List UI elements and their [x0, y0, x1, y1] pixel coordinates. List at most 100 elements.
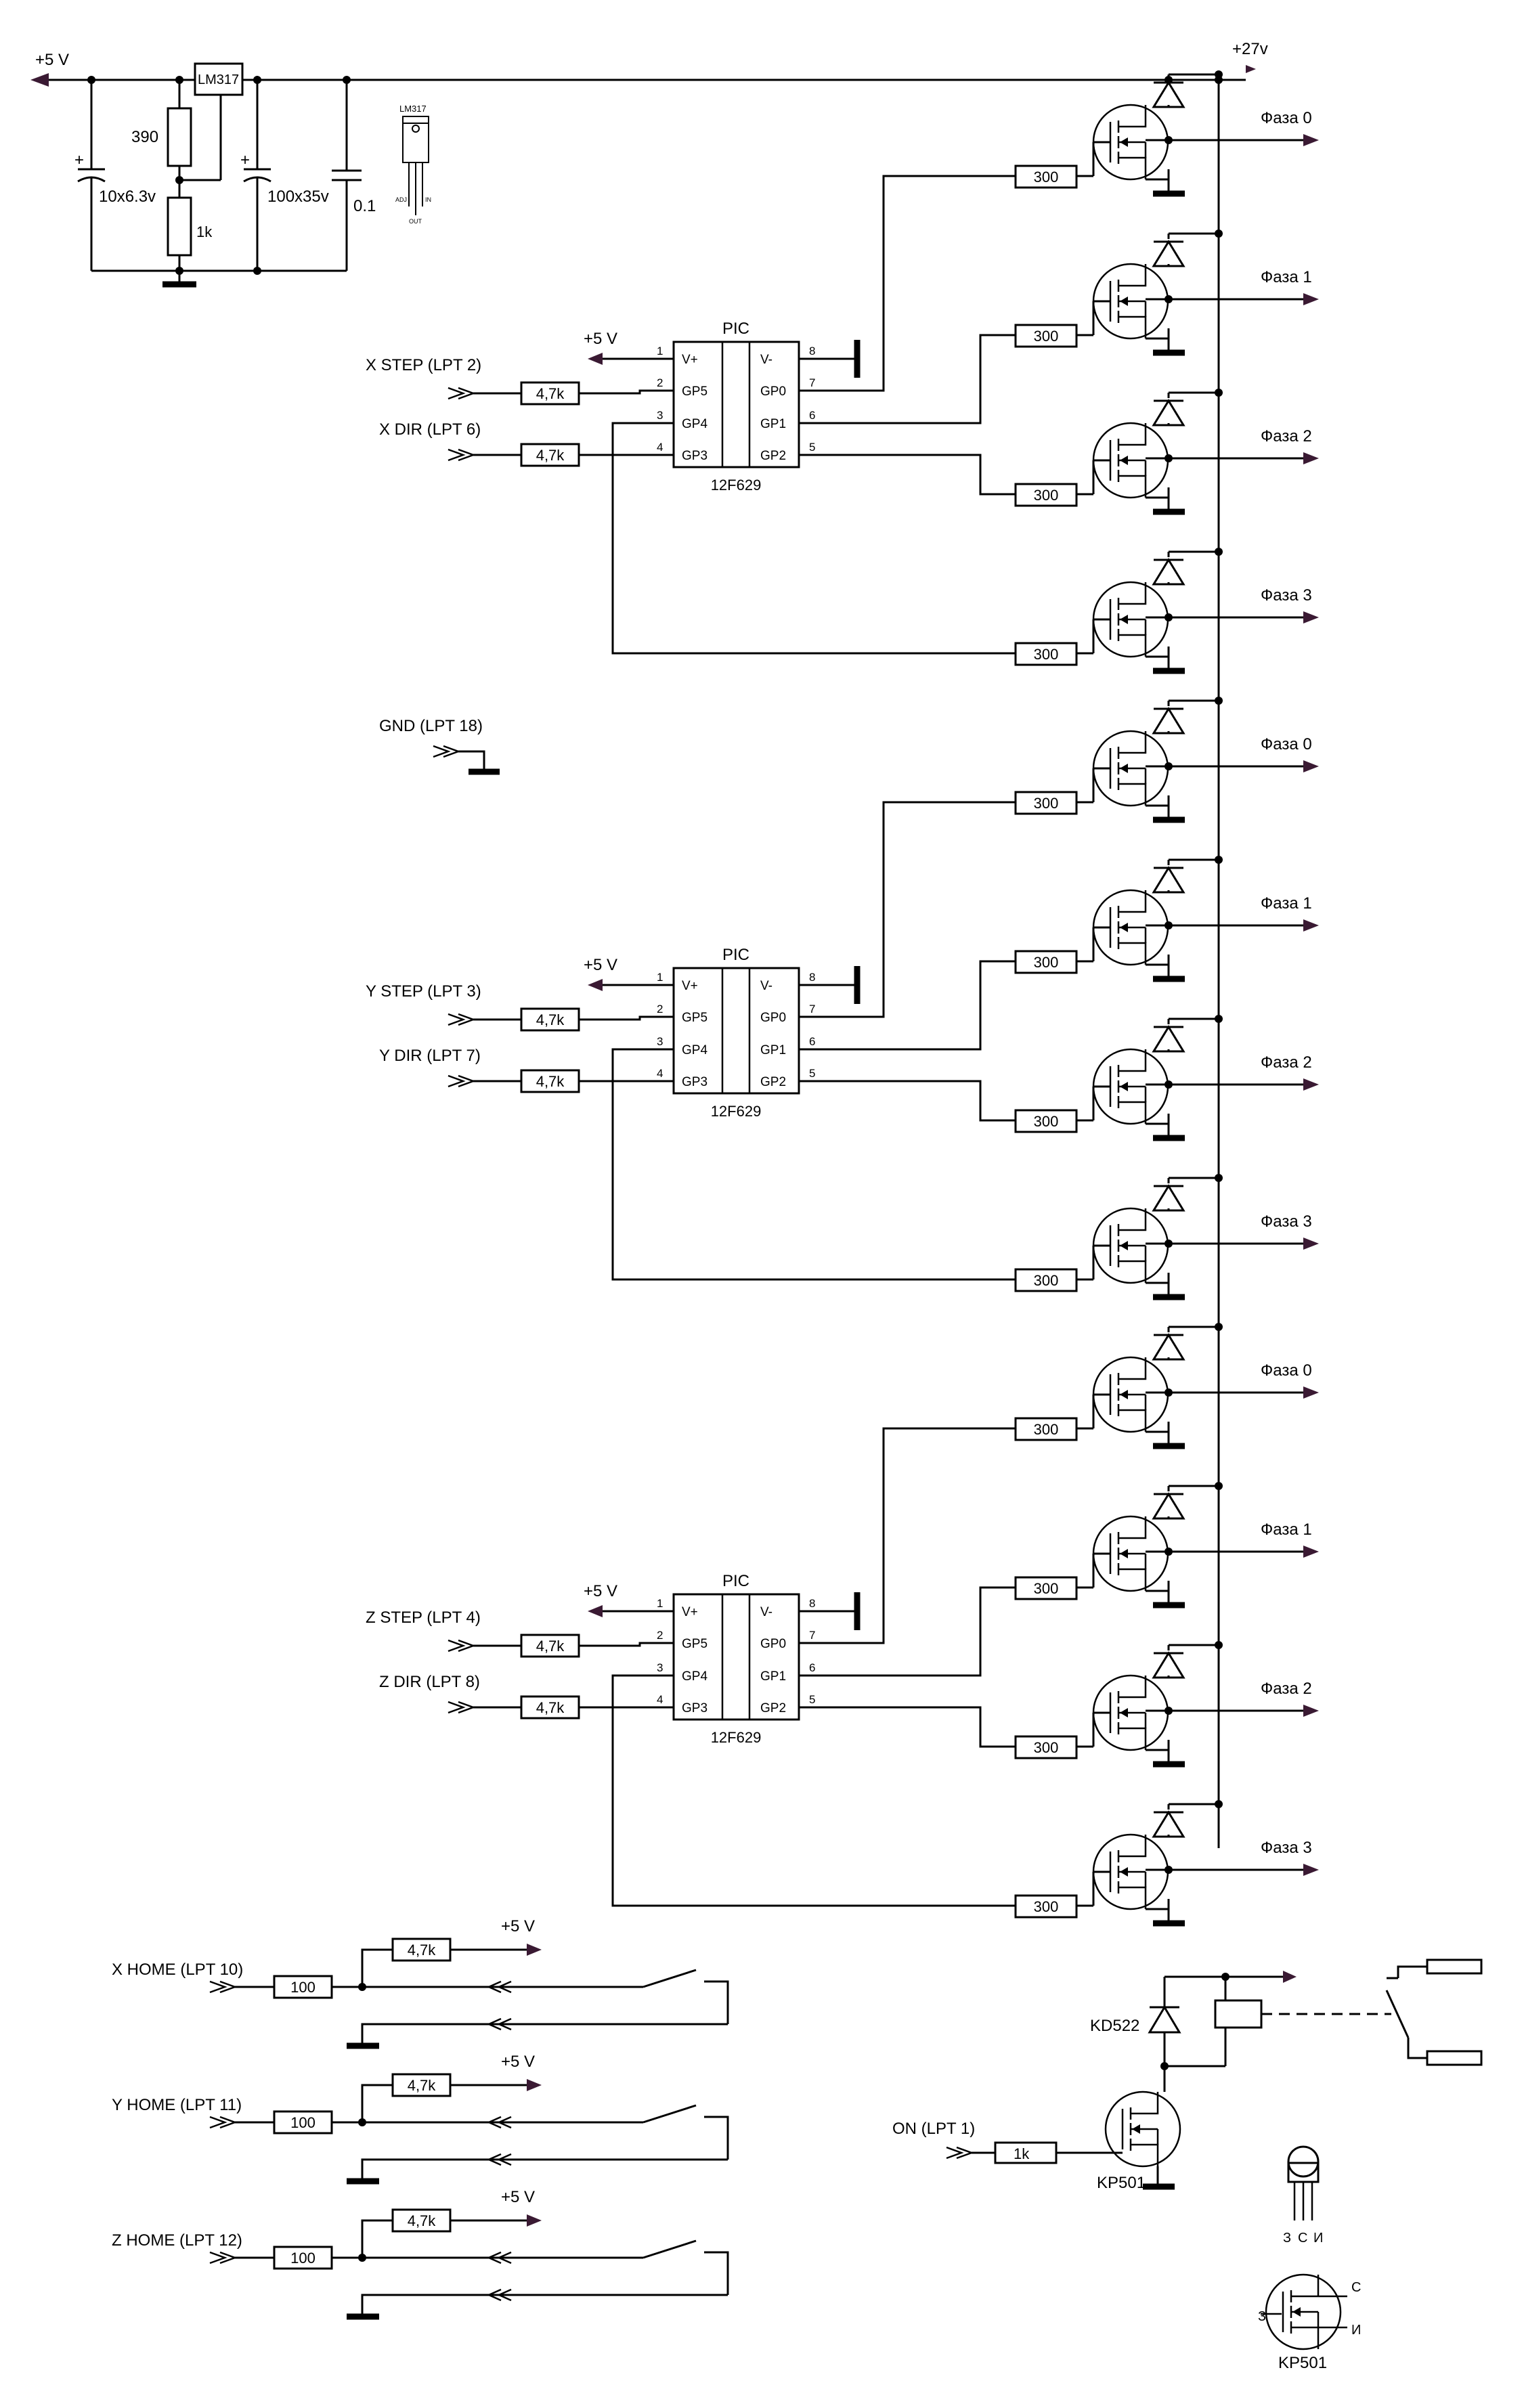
chip-title: PIC: [722, 1572, 749, 1590]
pin-name: GP4: [682, 417, 707, 431]
svg-text:+: +: [74, 151, 84, 169]
pin-name: GP3: [682, 1075, 707, 1089]
resistor: [273, 2110, 333, 2135]
on-lpt1-label: ON (LPT 1): [892, 2120, 975, 2138]
phase-label: Фаза 3: [1261, 1212, 1312, 1231]
flyback-diode: [1152, 81, 1185, 108]
resistor-value: 4,7k: [536, 385, 565, 402]
phase-label: Фаза 0: [1261, 735, 1312, 753]
resistor-value: 4,7k: [408, 2077, 437, 2094]
resistor-value: 300: [1034, 1898, 1059, 1915]
pin-number: 6: [809, 409, 815, 422]
resistor: [391, 2073, 452, 2097]
pin-name: GP2: [760, 1075, 786, 1089]
resistor: [1014, 1417, 1078, 1441]
phase-label: Фаза 2: [1261, 1053, 1312, 1072]
pin-name: GP1: [760, 1669, 786, 1684]
pin-number: 3: [657, 1661, 663, 1674]
pin-name: V+: [682, 353, 698, 367]
dir-input-label: Y DIR (LPT 7): [379, 1047, 481, 1065]
pin-name: V-: [760, 353, 772, 367]
cap3-label: 0.1: [353, 197, 376, 215]
pin-name: GP0: [760, 385, 786, 399]
phase-label: Фаза 1: [1261, 1520, 1312, 1539]
resistor-1k-label: 1k: [196, 223, 213, 240]
cap2-label: 100x35v: [267, 188, 329, 206]
pin-name: GP5: [682, 385, 707, 399]
resistor: [1014, 642, 1078, 666]
svg-text:С: С: [1351, 2280, 1361, 2295]
resistor: [1014, 950, 1078, 974]
resistor-value: 100: [290, 2250, 315, 2267]
resistor-value: 300: [1034, 795, 1059, 812]
pin-number: 7: [809, 1003, 815, 1015]
pin-number: 5: [809, 1067, 815, 1080]
svg-text:OUT: OUT: [409, 218, 422, 225]
plus5v-label: +5 V: [35, 51, 69, 69]
flyback-diode: [1152, 558, 1185, 586]
pic-chip: [672, 341, 800, 468]
svg-text:IN: IN: [425, 196, 431, 203]
chip-model: 12F629: [711, 1103, 762, 1120]
svg-text:И: И: [1351, 2323, 1361, 2338]
pin-number: 6: [809, 1035, 815, 1048]
pin-number: 6: [809, 1661, 815, 1674]
chip-title: PIC: [722, 946, 749, 964]
pin-name: GP5: [682, 1637, 707, 1651]
resistor-value: 4,7k: [536, 447, 565, 464]
flyback-diode: [1152, 707, 1185, 735]
pin-number: 8: [809, 345, 815, 357]
pin-name: GP2: [760, 449, 786, 463]
phase-stage: Фаза 2 300: [1014, 1641, 1319, 1768]
flyback-diode: [1152, 240, 1185, 267]
resistor-value: 300: [1034, 1272, 1059, 1289]
vplus-label: +5 V: [584, 330, 617, 348]
pin-name: GP4: [682, 1043, 707, 1057]
home-input-label: X HOME (LPT 10): [112, 1961, 243, 1979]
resistor: [1014, 165, 1078, 189]
phase-stage: Фаза 0 300: [1014, 697, 1319, 823]
pin-number: 2: [657, 376, 663, 389]
pin-name: GP2: [760, 1701, 786, 1715]
phase-label: Фаза 2: [1261, 427, 1312, 445]
flyback-diode: [1152, 1810, 1185, 1838]
resistor-value: 4,7k: [536, 1073, 565, 1090]
chip-model: 12F629: [711, 1729, 762, 1746]
flyback-diode: [1152, 1333, 1185, 1361]
pin-number: 4: [657, 1067, 663, 1080]
chip-model: 12F629: [711, 477, 762, 494]
phase-label: Фаза 2: [1261, 1680, 1312, 1698]
step-input-label: Y STEP (LPT 3): [366, 982, 481, 1001]
phase-label: Фаза 3: [1261, 586, 1312, 605]
pin-number: 8: [809, 971, 815, 984]
home-supply-label: +5 V: [501, 2188, 535, 2206]
pin-number: 1: [657, 971, 663, 984]
resistor: [1014, 324, 1078, 348]
resistor: [520, 1007, 580, 1032]
phase-label: Фаза 0: [1261, 109, 1312, 127]
resistor-value: 300: [1034, 1739, 1059, 1756]
power-supply: +5 V LM317 390 1k + 10x6.3v + 100x35v 0.…: [30, 51, 1223, 288]
vplus-label: +5 V: [584, 1582, 617, 1600]
resistor: [1014, 1576, 1078, 1600]
pin-name: GP1: [760, 417, 786, 431]
phase-stage: Фаза 3 300: [1014, 1174, 1319, 1300]
resistor-value: 300: [1034, 487, 1059, 504]
r-gate-label: 1k: [1014, 2145, 1030, 2162]
pin-name: GP4: [682, 1669, 707, 1684]
resistor-value: 300: [1034, 1421, 1059, 1438]
svg-text:З: З: [1283, 2231, 1291, 2246]
pin-name: GP0: [760, 1637, 786, 1651]
